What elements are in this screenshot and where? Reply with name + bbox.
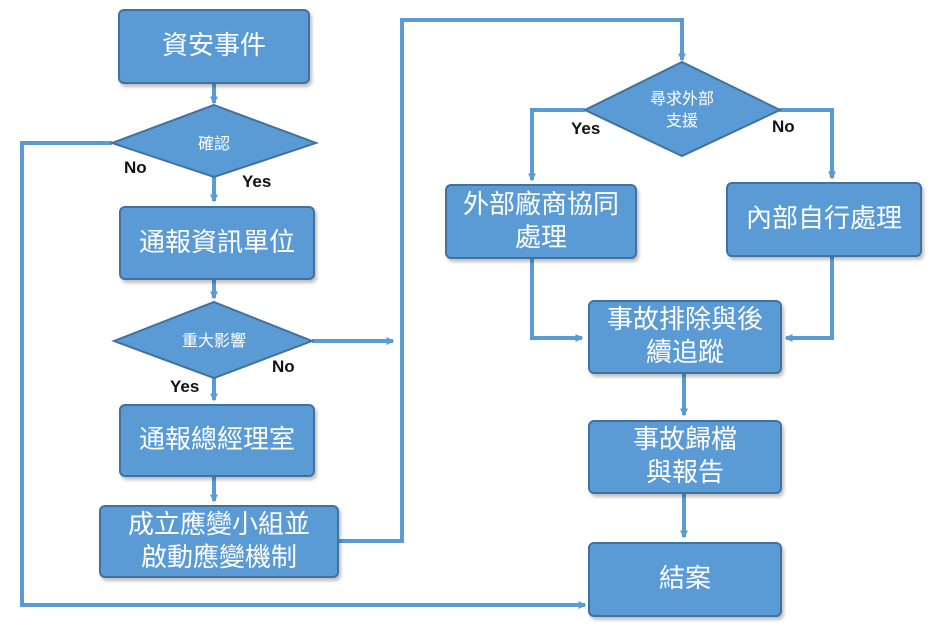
connector-form-team-external — [339, 18, 686, 543]
support-no-label: No — [772, 117, 795, 136]
node-close-case: 結案 — [588, 542, 782, 617]
node-report-unit: 通報資訊單位 — [119, 206, 315, 280]
connector-confirm-no-close — [20, 141, 587, 609]
confirm-no-label: No — [124, 158, 147, 177]
node-incident: 資安事件 — [118, 9, 310, 84]
node-form-team: 成立應變小組並 啟動應變機制 — [99, 505, 339, 578]
confirm-yes-label: Yes — [242, 172, 272, 191]
connector-support-no — [779, 108, 836, 180]
connector-internal-troubleshoot — [784, 257, 834, 342]
major-impact-label: 重大影響 — [181, 331, 246, 350]
confirm-label: 確認 — [197, 134, 230, 153]
major-impact-diamond — [111, 300, 315, 380]
support-yes-label: Yes — [571, 119, 601, 138]
impact-no-label: No — [272, 357, 295, 376]
external-support-label: 尋求外部 支援 — [649, 89, 714, 130]
external-support-diamond — [582, 60, 783, 158]
node-troubleshoot: 事故排除與後 續追蹤 — [588, 300, 782, 374]
node-report-gm: 通報總經理室 — [119, 404, 315, 477]
impact-yes-label: Yes — [170, 377, 200, 396]
node-vendor-assist: 外部廠商協同 處理 — [445, 184, 637, 259]
node-internal-handle: 內部自行處理 — [726, 182, 922, 257]
connector-support-yes — [528, 108, 585, 182]
node-archive-report: 事故歸檔 與報告 — [588, 420, 782, 494]
confirm-diamond — [108, 103, 320, 179]
connector-vendor-troubleshoot — [530, 259, 584, 342]
